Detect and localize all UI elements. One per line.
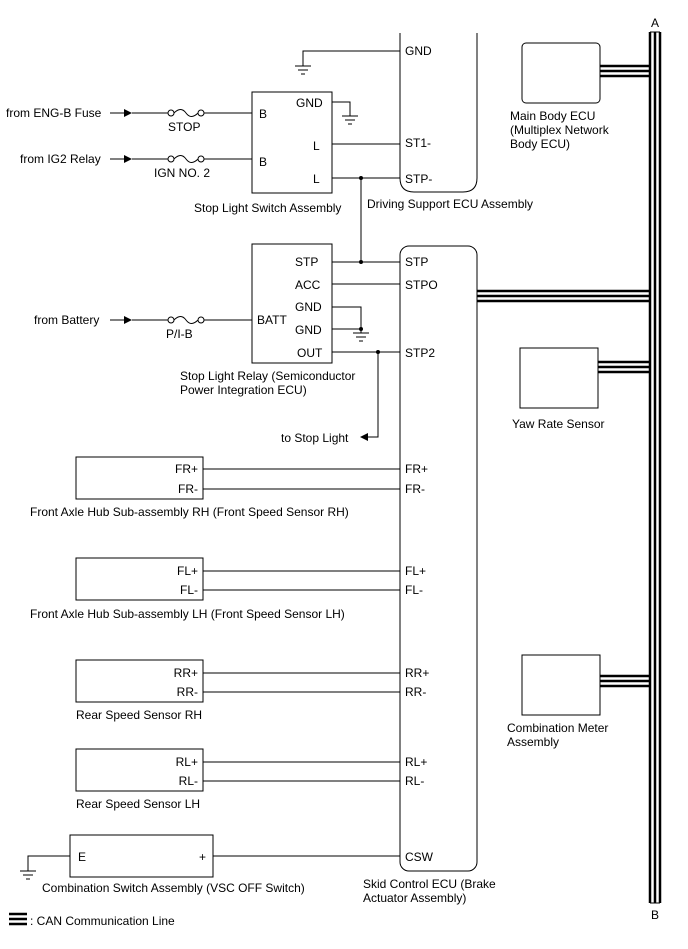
fl-sensor-pin-neg: FL- [180,583,198,597]
combination-switch-box [69,834,214,878]
skid-pin-rlm: RL- [405,774,424,788]
combination-meter-box [521,654,601,716]
ds-pin-stp: STP- [405,172,432,186]
sls-pin-l2: L [313,172,320,186]
fuse-icon [167,109,205,117]
front-speed-sensor-lh-box [75,557,204,601]
junction-dot [359,327,363,331]
wire-relay-gnd1 [332,306,362,333]
rl-sensor-pin-pos: RL+ [176,755,198,769]
combination-switch-pin-e: E [78,850,86,864]
fuse-icon [167,316,205,324]
stop-light-switch-label: Stop Light Switch Assembly [194,201,341,215]
sls-pin-gnd: GND [296,96,323,110]
slr-pin-out: OUT [297,346,323,360]
to-stop-light-label: to Stop Light [281,431,349,445]
skid-control-ecu-label-1: Skid Control ECU (Brake [363,877,496,891]
yaw-rate-sensor-box [519,347,599,409]
sls-pin-l1: L [313,139,320,153]
ground-icon [20,870,36,880]
rear-speed-sensor-lh-label: Rear Speed Sensor LH [76,797,200,811]
skid-pin-flm: FL- [405,583,423,597]
stop-light-relay-label-1: Stop Light Relay (Semiconductor [180,369,355,383]
skid-control-ecu-box [399,245,478,872]
skid-pin-flp: FL+ [405,564,426,578]
fuse-stop-label: STOP [168,120,200,134]
ds-pin-st1: ST1- [405,136,431,150]
ds-pin-gnd: GND [405,44,432,58]
fuse-pib-label: P/I-B [166,327,193,341]
slr-pin-gnd1: GND [295,300,322,314]
fl-sensor-pin-pos: FL+ [177,564,198,578]
can-branch-meter [600,674,650,688]
arrow-right-icon [124,155,132,163]
main-body-ecu-label-3: Body ECU) [510,137,570,151]
ground-icon [295,65,311,75]
rear-speed-sensor-lh-box [75,748,204,792]
driving-support-ecu-label: Driving Support ECU Assembly [367,197,533,211]
from-ig2-relay-label: from IG2 Relay [20,152,101,166]
stop-light-relay-box [251,243,333,364]
slr-pin-batt: BATT [257,313,287,327]
rear-speed-sensor-rh-label: Rear Speed Sensor RH [76,708,202,722]
skid-pin-frp: FR+ [405,462,428,476]
bus-label-a: A [651,16,659,30]
skid-pin-frm: FR- [405,482,425,496]
can-line-legend-icon [9,912,27,926]
skid-pin-stp2: STP2 [405,346,435,360]
combination-switch-pin-plus: + [199,850,206,864]
main-body-ecu-label-2: (Multiplex Network [510,123,610,137]
can-branch-skid [477,289,650,303]
ground-icon [342,115,358,125]
ground-icon [353,332,369,342]
skid-pin-csw: CSW [405,850,434,864]
skid-pin-rlp: RL+ [405,755,427,769]
wire-to-stop-light [366,352,379,438]
rr-sensor-pin-pos: RR+ [174,666,198,680]
skid-control-ecu-label-2: Actuator Assembly) [363,891,466,905]
sls-gnd-wire [332,101,351,116]
front-speed-sensor-rh-label: Front Axle Hub Sub-assembly RH (Front Sp… [30,505,349,519]
stop-light-relay-label-2: Power Integration ECU) [180,383,307,397]
rl-sensor-pin-neg: RL- [179,774,198,788]
arrow-left-icon [360,433,368,441]
skid-pin-stpo: STPO [405,278,438,292]
front-speed-sensor-lh-label: Front Axle Hub Sub-assembly LH (Front Sp… [30,607,345,621]
fuse-ign-no2-label: IGN NO. 2 [154,166,210,180]
fuse-icon [167,155,205,163]
can-branch-yaw [598,360,650,374]
from-eng-b-fuse-label: from ENG-B Fuse [6,106,102,120]
ds-gnd-wire [302,50,400,66]
driving-support-ecu-box [399,33,478,193]
fr-sensor-pin-pos: FR+ [175,462,198,476]
main-body-ecu-box [521,42,601,104]
rr-sensor-pin-neg: RR- [177,685,198,699]
main-body-ecu-label-1: Main Body ECU [510,109,595,123]
skid-pin-stp: STP [405,255,428,269]
arrow-right-icon [124,109,132,117]
bus-label-b: B [651,908,659,922]
from-battery-label: from Battery [34,313,99,327]
yaw-rate-sensor-label: Yaw Rate Sensor [512,417,605,431]
wire-e-gnd [27,855,70,871]
can-line-legend-label: : CAN Communication Line [30,914,175,928]
combination-meter-label-2: Assembly [507,735,559,749]
slr-pin-gnd2: GND [295,323,322,337]
combination-meter-label-1: Combination Meter [507,721,608,735]
combination-switch-label: Combination Switch Assembly (VSC OFF Swi… [42,881,305,895]
slr-pin-stp: STP [295,255,318,269]
sls-pin-b1: B [259,107,267,121]
front-speed-sensor-rh-box [75,456,204,500]
can-branch-main-body [600,64,650,78]
fr-sensor-pin-neg: FR- [178,482,198,496]
stop-light-switch-box [251,91,333,194]
skid-pin-rrp: RR+ [405,666,429,680]
can-bus-main [648,31,662,904]
skid-pin-rrm: RR- [405,685,426,699]
arrow-right-icon [124,316,132,324]
sls-pin-b2: B [259,155,267,169]
rear-speed-sensor-rh-box [75,659,204,703]
slr-pin-acc: ACC [295,278,321,292]
